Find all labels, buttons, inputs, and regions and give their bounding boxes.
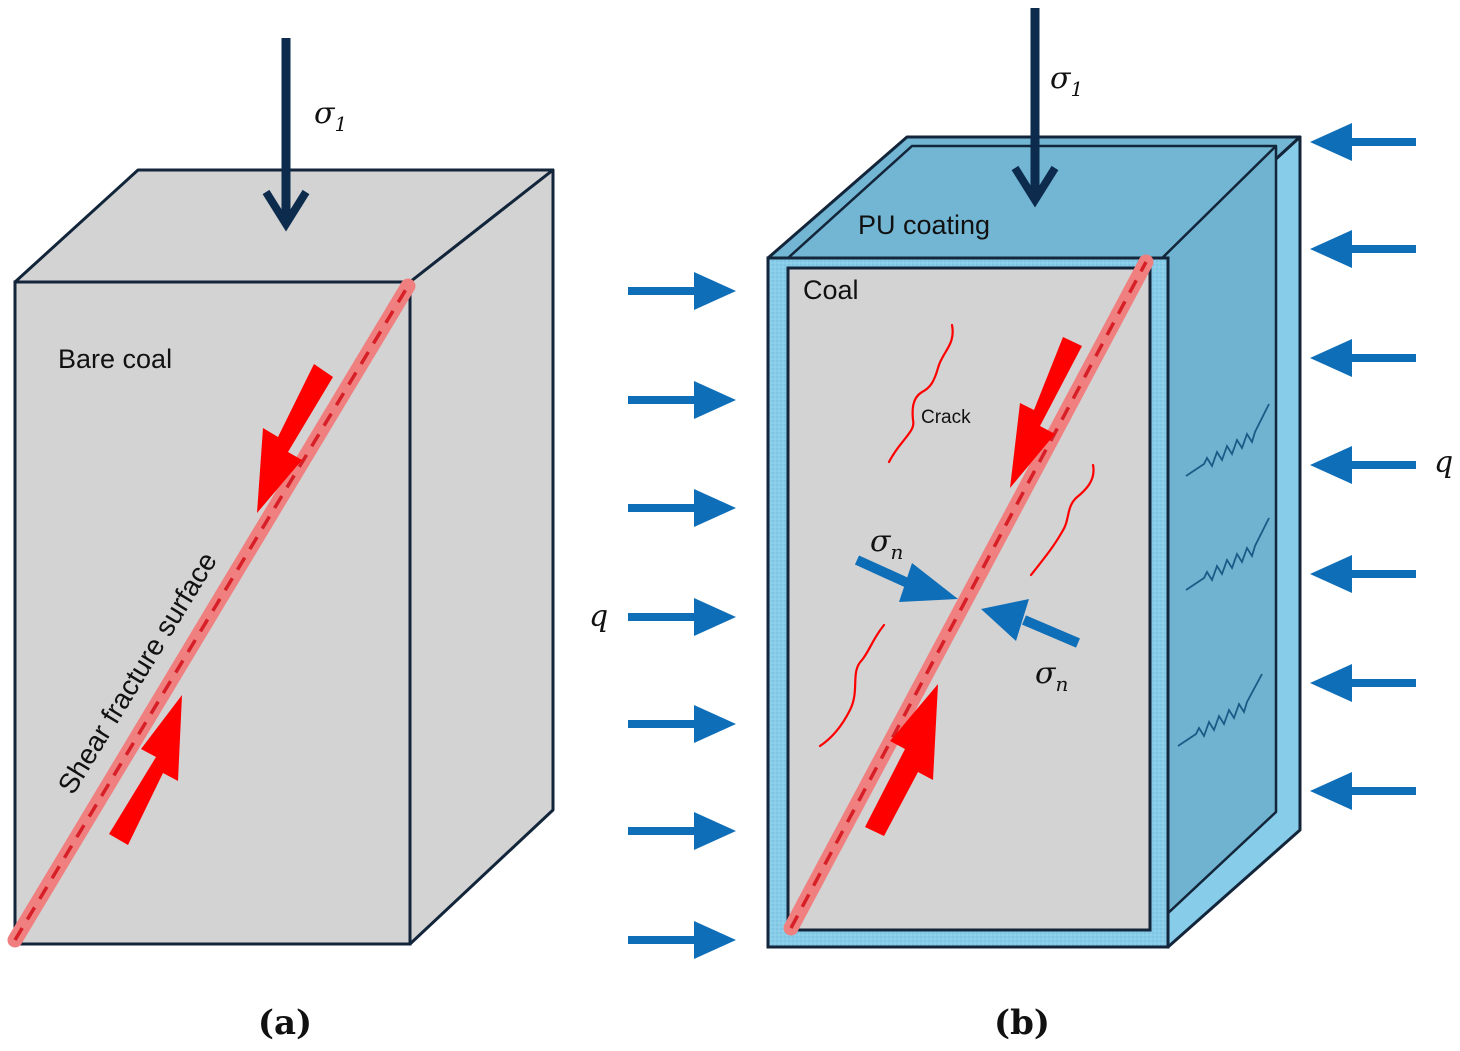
sigma-n-arrow-right [981, 599, 1080, 648]
bare-coal-label: Bare coal [58, 344, 172, 374]
block-a-side-face [408, 168, 555, 946]
q-label-left: q [589, 599, 608, 634]
q-arrow-right-2 [1310, 230, 1416, 268]
sigma1-label-b: σ1 [1050, 61, 1083, 101]
caption-b: (b) [994, 1003, 1050, 1043]
shear-arrow-down-b [1010, 337, 1082, 488]
confining-arrows-right [1310, 123, 1416, 810]
q-label-right: q [1434, 445, 1453, 480]
spring-1 [1185, 403, 1270, 477]
spring-2 [1185, 517, 1270, 591]
fracture-line-b [789, 261, 1148, 929]
cracks [818, 323, 1095, 748]
q-arrow-left-6 [628, 812, 736, 850]
q-arrow-right-4 [1310, 446, 1416, 484]
sigma1-label-a: σ1 [314, 96, 347, 136]
shear-arrow-up-a [109, 695, 182, 845]
coal-top-edge [787, 144, 1276, 259]
q-arrow-left-1 [628, 272, 736, 310]
q-arrow-left-2 [628, 381, 736, 419]
shear-arrow-up-b [865, 684, 938, 836]
confining-arrows-left [628, 272, 736, 959]
sigma-n-arrow-left [854, 555, 958, 602]
spring-symbols [1177, 403, 1270, 747]
q-arrow-right-6 [1310, 664, 1416, 702]
pu-coating-label: PU coating [858, 210, 990, 240]
sigma-n-label-bottom: σn [1035, 656, 1068, 696]
q-arrow-left-5 [628, 705, 736, 743]
crack-2 [1029, 463, 1095, 577]
panel-b: Crack σn σn σ1 PU coating C [766, 8, 1302, 1043]
spring-3 [1177, 673, 1263, 747]
q-arrow-right-7 [1310, 772, 1416, 810]
fracture-line-a [13, 285, 410, 941]
q-arrow-right-5 [1310, 555, 1416, 593]
sigma-n-label-top: σn [870, 524, 903, 564]
sigma1-arrow-b [1011, 8, 1059, 208]
crack-label: Crack [921, 407, 971, 428]
caption-a: (a) [258, 1003, 312, 1043]
q-arrow-left-3 [628, 489, 736, 527]
coal-label: Coal [803, 275, 859, 305]
q-arrow-right-3 [1310, 339, 1416, 377]
shear-arrow-down-a [257, 364, 333, 513]
crack-1 [887, 323, 954, 464]
q-arrow-right-1 [1310, 123, 1416, 161]
q-arrow-left-7 [628, 921, 736, 959]
panel-a: σ1 Bare coal Shear fracture surface (a) [7, 38, 555, 1043]
sigma1-arrow-a [262, 38, 310, 232]
q-arrow-left-4 [628, 598, 736, 636]
crack-3 [818, 623, 886, 748]
